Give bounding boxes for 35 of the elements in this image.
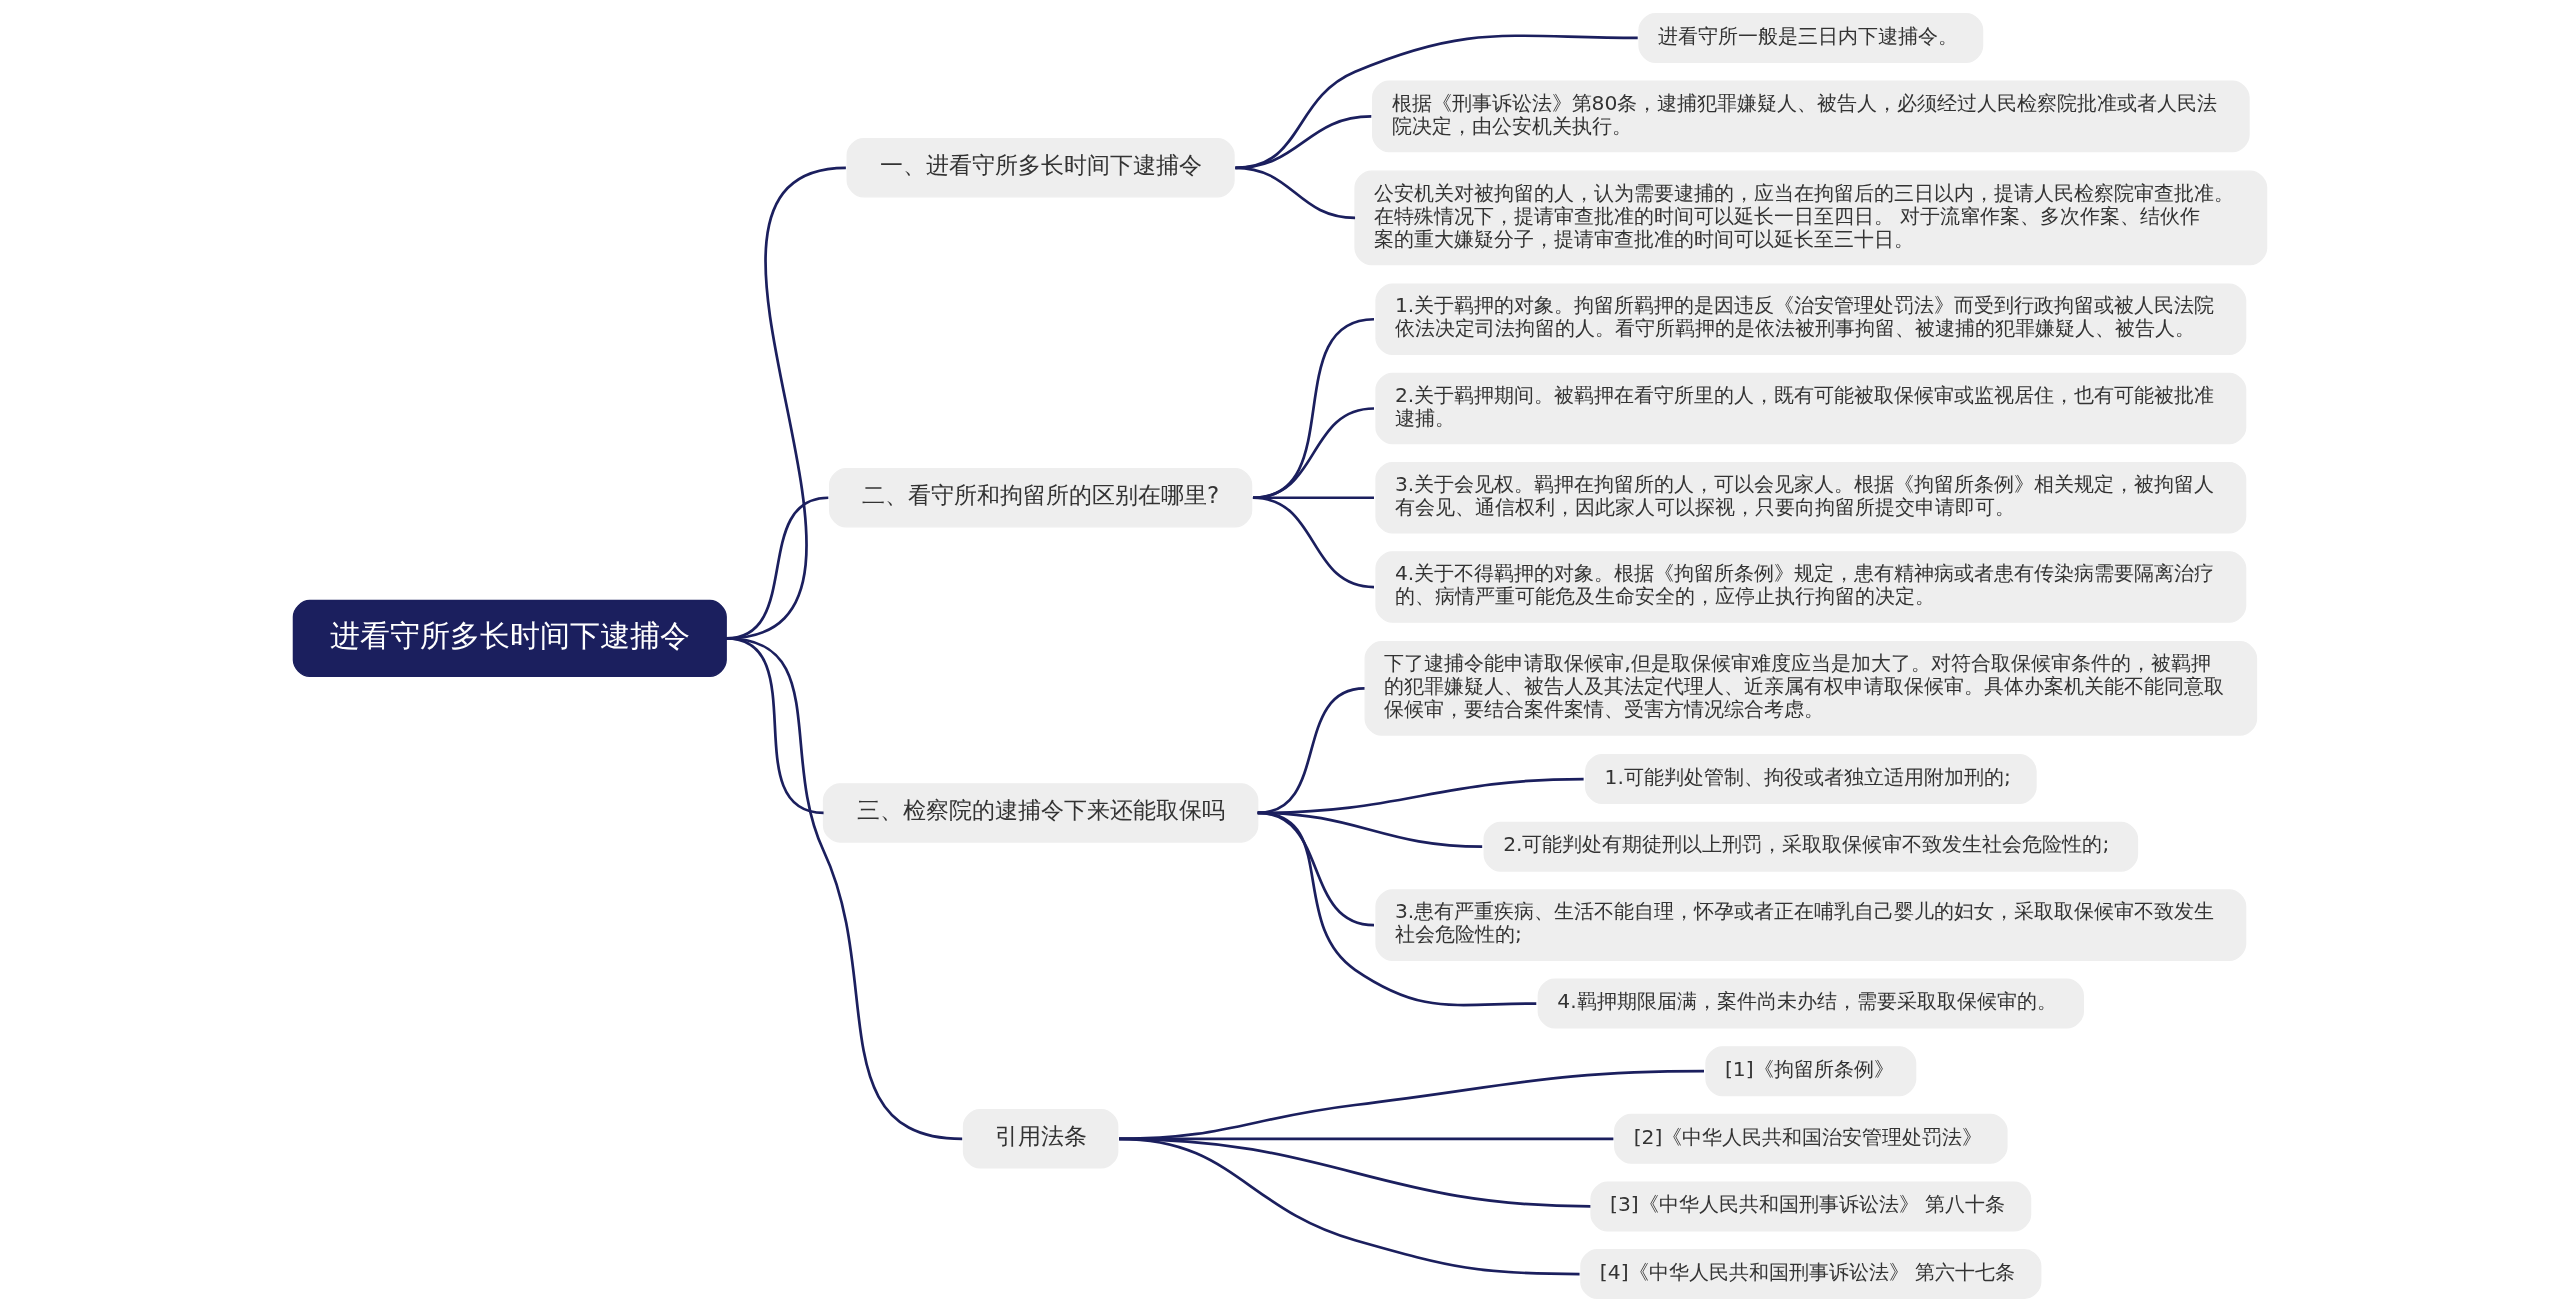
node-box: 2.可能判处有期徒刑以上刑罚，采取取保候审不致发生社会危险性的;	[1483, 821, 2139, 872]
connector	[1119, 1137, 1614, 1141]
node-box: 进看守所一般是三日内下逮捕令。	[1638, 12, 1984, 63]
connector	[1235, 115, 1372, 170]
connector	[1119, 1137, 1591, 1208]
node-box: [3]《中华人民共和国刑事诉讼法》 第八十条	[1590, 1181, 2032, 1232]
node-box: 4.羁押期限届满，案件尚未办结，需要采取取保候审的。	[1537, 978, 2084, 1029]
node-box: [1]《拘留所条例》	[1705, 1046, 1917, 1097]
node-box: 2.关于羁押期间。被羁押在看守所里的人，既有可能被取保候审或监视居住，也有可能被批准逮捕。	[1375, 372, 2247, 445]
node-box: 3.患有严重疾病、生活不能自理，怀孕或者正在哺乳自己婴儿的妇女，采取取保候审不致发生社会危险性的;	[1375, 889, 2247, 961]
node-box: 一、进看守所多长时间下逮捕令	[846, 138, 1235, 198]
node-box: 进看守所多长时间下逮捕令	[292, 599, 727, 677]
connector	[1257, 811, 1537, 1007]
connector	[1257, 687, 1365, 815]
node-box: [4]《中华人民共和国刑事诉讼法》 第六十七条	[1580, 1249, 2042, 1300]
connector	[1252, 496, 1374, 500]
node-box: 公安机关对被拘留的人，认为需要逮捕的，应当在拘留后的三日以内，提请人民检察院审查批准。在特殊情况下，提请审查批准的时间可以延长一日至四日。 对于流窜作案、多次作案、结伙作案的重大嫌疑分子，提请审查批准的时间可以延长至三十日。	[1354, 170, 2268, 266]
node-box: 4.关于不得羁押的对象。根据《拘留所条例》规定，患有精神病或者患有传染病需要隔离治疗的、病情严重可能危及生命安全的，应停止执行拘留的决定。	[1375, 551, 2247, 623]
node-box: 1.可能判处管制、拘役或者独立适用附加刑的;	[1584, 754, 2037, 805]
node-box: 三、检察院的逮捕令下来还能取保吗	[822, 783, 1259, 843]
connector	[1235, 34, 1638, 170]
connector	[1235, 166, 1356, 220]
connector	[1252, 407, 1375, 500]
node-box: 3.关于会见权。羁押在拘留所的人，可以会见家人。根据《拘留所条例》相关规定，被拘留人有会见、通信权利，因此家人可以探视，只要向拘留所提交申请即可。	[1375, 461, 2247, 534]
connector	[1252, 317, 1375, 500]
node-box: 二、看守所和拘留所的区别在哪里?	[828, 468, 1253, 528]
node-box: [2]《中华人民共和国治安管理处罚法》	[1614, 1113, 2008, 1164]
connector	[1119, 1069, 1704, 1141]
connector	[726, 637, 963, 1141]
node-box: 下了逮捕令能申请取保候审,但是取保候审难度应当是加大了。对符合取保候审条件的，被羁押的犯罪嫌疑人、被告人及其法定代理人、近亲属有权申请取保候审。具体办案机关能不能同意取保候审，要结合案件案情、受害方情况综合考虑。	[1364, 641, 2258, 736]
node-box: 引用法条	[962, 1109, 1119, 1169]
connector	[1119, 1137, 1580, 1276]
node-box: 1.关于羁押的对象。拘留所羁押的是因违反《治安管理处罚法》而受到行政拘留或被人民法院依法决定司法拘留的人。看守所羁押的是依法被刑事拘留、被逮捕的犯罪嫌疑人、被告人。	[1375, 283, 2247, 356]
connector	[1252, 496, 1375, 589]
node-box: 根据《刑事诉讼法》第80条，逮捕犯罪嫌疑人、被告人，必须经过人民检察院批准或者人民法院决定，由公安机关执行。	[1371, 80, 2250, 153]
